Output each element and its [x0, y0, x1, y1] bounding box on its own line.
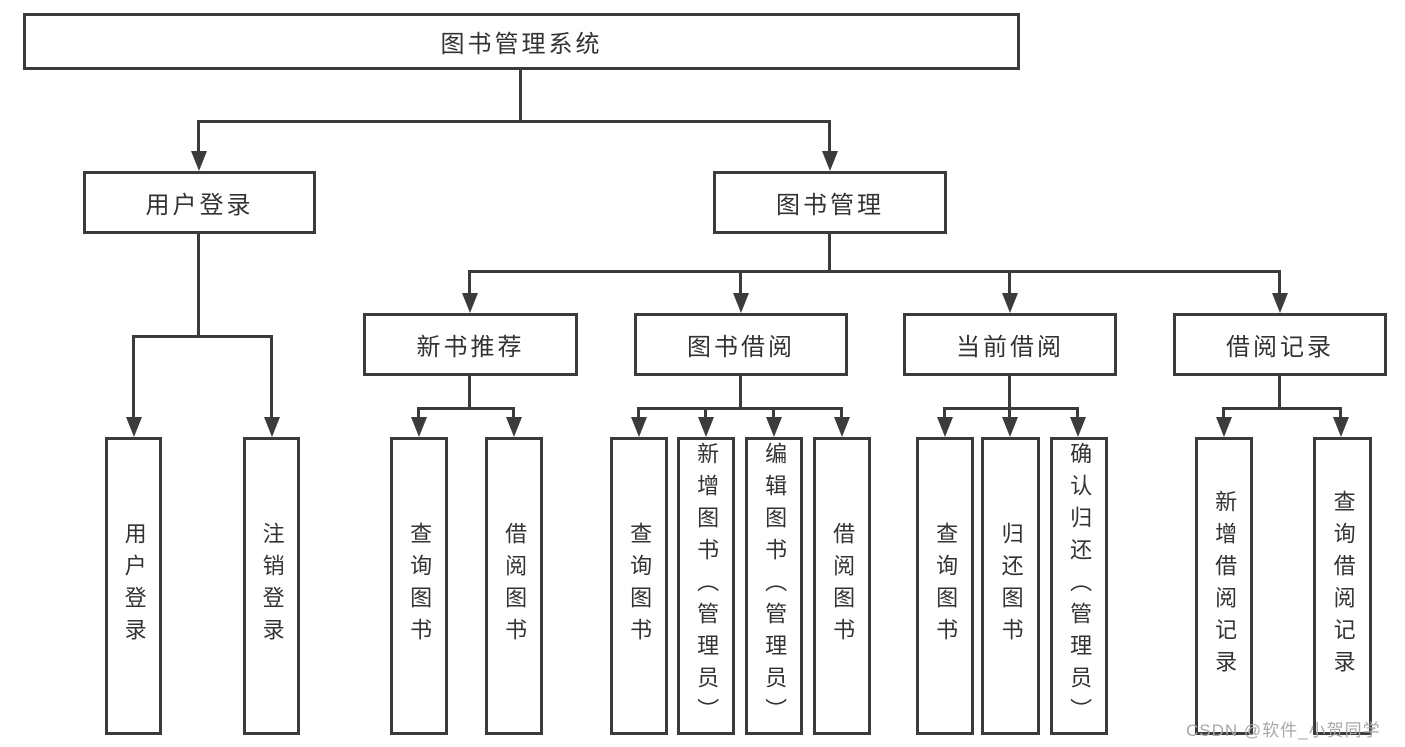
node-current-borrow: 当前借阅 [903, 313, 1117, 376]
arrowhead-down-icon [631, 417, 647, 437]
arrowhead-down-icon [766, 417, 782, 437]
leaf-user-login: 用户登录 [105, 437, 162, 735]
leaf-current-confirm-return-admin: 确认归还（管理员） [1050, 437, 1108, 735]
edge-line [197, 120, 831, 123]
edge-line [519, 70, 522, 121]
arrowhead-down-icon [1002, 293, 1018, 313]
arrowhead-down-icon [1272, 293, 1288, 313]
edge-line [468, 270, 1281, 273]
leaf-current-query-books: 查询图书 [916, 437, 974, 735]
node-new-book-recommend: 新书推荐 [363, 313, 578, 376]
arrowhead-down-icon [834, 417, 850, 437]
edge-line [132, 335, 135, 427]
edge-line [1222, 407, 1342, 410]
leaf-borrow-borrow-books: 借阅图书 [813, 437, 871, 735]
watermark: CSDN @软件_小贺同学 [1186, 721, 1381, 740]
edge-line [828, 120, 831, 160]
arrowhead-down-icon [126, 417, 142, 437]
edge-line [417, 407, 515, 410]
edge-line [739, 270, 742, 303]
arrowhead-down-icon [411, 417, 427, 437]
arrowhead-down-icon [733, 293, 749, 313]
arrowhead-down-icon [1333, 417, 1349, 437]
arrowhead-down-icon [1216, 417, 1232, 437]
edge-line [468, 270, 471, 303]
edge-line [197, 234, 200, 336]
edge-line [828, 234, 831, 271]
arrowhead-down-icon [191, 151, 207, 171]
arrowhead-down-icon [698, 417, 714, 437]
leaf-borrow-add-books-admin: 新增图书（管理员） [677, 437, 735, 735]
edge-line [197, 120, 200, 160]
arrowhead-down-icon [462, 293, 478, 313]
arrowhead-down-icon [506, 417, 522, 437]
edge-line [943, 407, 1079, 410]
arrowhead-down-icon [1070, 417, 1086, 437]
node-book-borrow: 图书借阅 [634, 313, 848, 376]
arrowhead-down-icon [937, 417, 953, 437]
leaf-records-add-record: 新增借阅记录 [1195, 437, 1253, 735]
arrowhead-down-icon [264, 417, 280, 437]
leaf-borrow-query-books: 查询图书 [610, 437, 668, 735]
leaf-logout: 注销登录 [243, 437, 300, 735]
edge-line [1008, 376, 1011, 408]
node-user-login: 用户登录 [83, 171, 316, 234]
edge-line [1278, 376, 1281, 408]
edge-line [739, 376, 742, 408]
edge-line [1278, 270, 1281, 303]
arrowhead-down-icon [1002, 417, 1018, 437]
leaf-recommend-query-books: 查询图书 [390, 437, 448, 735]
edge-line [270, 335, 273, 427]
leaf-records-query-record: 查询借阅记录 [1313, 437, 1372, 735]
arrowhead-down-icon [822, 151, 838, 171]
leaf-current-return-books: 归还图书 [981, 437, 1040, 735]
edge-line [468, 376, 471, 408]
leaf-recommend-borrow-books: 借阅图书 [485, 437, 543, 735]
leaf-borrow-edit-books-admin: 编辑图书（管理员） [745, 437, 803, 735]
node-book-management: 图书管理 [713, 171, 947, 234]
edge-line [132, 335, 273, 338]
edge-line [1008, 270, 1011, 303]
node-borrow-records: 借阅记录 [1173, 313, 1387, 376]
node-root: 图书管理系统 [23, 13, 1020, 70]
edge-line [637, 407, 843, 410]
